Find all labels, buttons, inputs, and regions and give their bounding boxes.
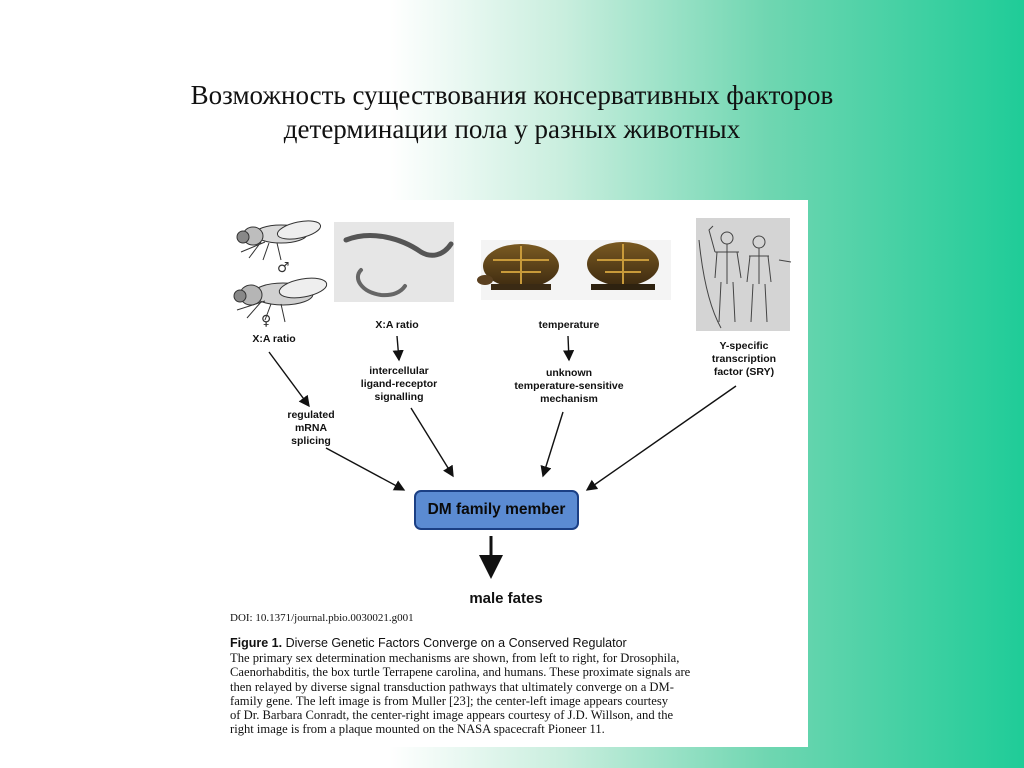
- male-fates-label: male fates: [436, 590, 576, 607]
- figure-panel: ♂ ♀: [221, 200, 808, 747]
- fly-female-image: [234, 275, 328, 322]
- fly-male-image: [237, 218, 322, 260]
- caption-line: right image is from a plaque mounted on …: [230, 722, 605, 736]
- caption-line: of Dr. Barbara Conradt, the center-right…: [230, 708, 673, 722]
- fly-pathway-label: regulated mRNA splicing: [271, 409, 351, 448]
- arrow-turtle-signal: [568, 336, 569, 360]
- doi-text: DOI: 10.1371/journal.pbio.0030021.g001: [230, 612, 414, 624]
- arrow-splicing-dm: [326, 448, 404, 490]
- female-symbol: ♀: [261, 313, 271, 329]
- turtle-signal-label: temperature: [521, 319, 617, 332]
- caption-label: Figure 1.: [230, 636, 282, 650]
- human-signal-label: Y-specific transcription factor (SRY): [689, 340, 799, 379]
- caption-title-text: Diverse Genetic Factors Converge on a Co…: [286, 636, 627, 650]
- dm-family-member-box: DM family member: [414, 490, 579, 530]
- caption-line: then relayed by diverse signal transduct…: [230, 680, 674, 694]
- worm-signal-label: X:A ratio: [357, 319, 437, 332]
- slide-title: Возможность существования консервативных…: [112, 78, 912, 146]
- turtle-image: [477, 240, 671, 300]
- arrow-ligand-dm: [411, 408, 453, 476]
- caption-title: Figure 1. Diverse Genetic Factors Conver…: [230, 636, 800, 651]
- male-symbol: ♂: [277, 260, 290, 276]
- arrow-temperature-dm: [543, 412, 563, 476]
- caption-line: family gene. The left image is from Mull…: [230, 694, 668, 708]
- worm-image: [334, 222, 454, 302]
- figure-caption: Figure 1. Diverse Genetic Factors Conver…: [230, 636, 800, 737]
- arrow-worm-signal: [397, 336, 399, 360]
- turtle-pathway-label: unknown temperature-sensitive mechanism: [499, 367, 639, 406]
- human-plaque-image: [696, 218, 791, 331]
- caption-line: The primary sex determination mechanisms…: [230, 651, 679, 665]
- worm-pathway-label: intercellular ligand-receptor signalling: [341, 365, 457, 404]
- arrow-fly-signal: [269, 352, 309, 406]
- caption-body: The primary sex determination mechanisms…: [230, 651, 800, 737]
- fly-signal-label: X:A ratio: [229, 333, 319, 346]
- slide-title-line-1: Возможность существования консервативных…: [112, 78, 912, 112]
- slide-title-line-2: детерминации пола у разных животных: [112, 112, 912, 146]
- caption-line: Caenorhabditis, the box turtle Terrapene…: [230, 665, 690, 679]
